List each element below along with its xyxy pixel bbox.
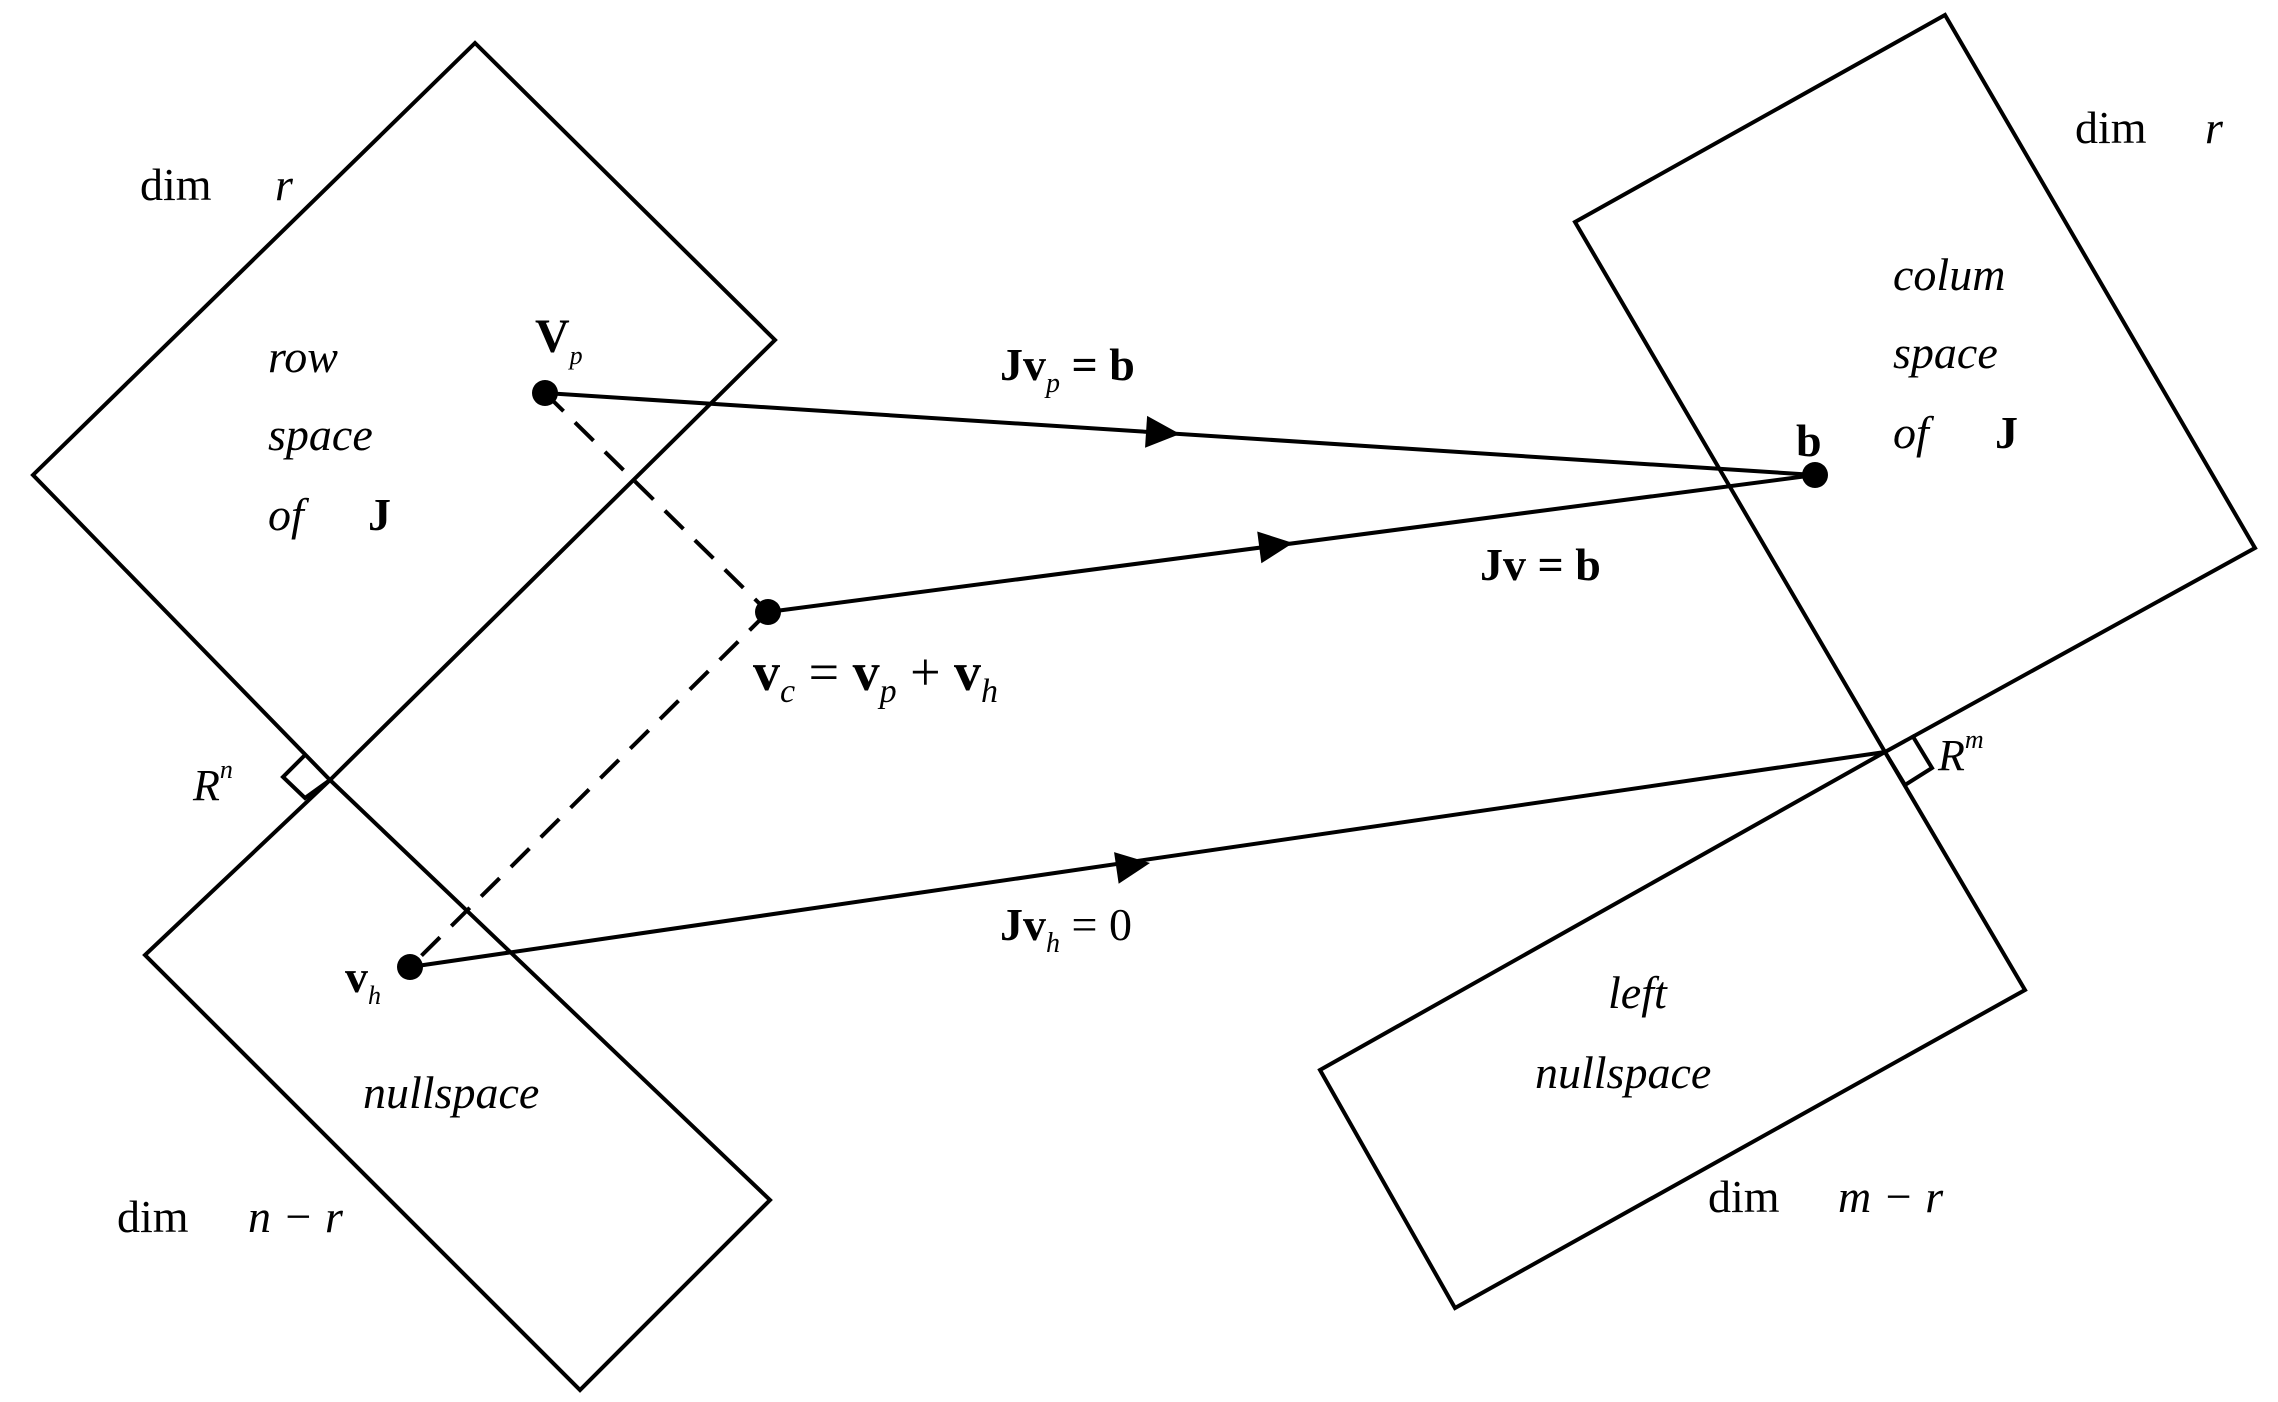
vp-base: V [535,310,570,363]
b-label: b [1796,415,1822,466]
jv-label: Jv = b [1480,539,1601,590]
jvh-label: Jvh = 0 [1000,899,1132,959]
column-space-dim-var: r [2205,102,2224,153]
row-space-rectangle [30,40,778,783]
rm-label: Rm [1937,725,1984,780]
left-nullspace-dim-var: m − r [1838,1171,1944,1222]
column-space-line3-of: of [1893,407,1935,458]
rm-base: R [1937,731,1965,780]
vc-base: v [753,642,780,702]
left-nullspace-rectangle [1317,749,2028,1311]
arrowhead-vc-b [1257,531,1293,564]
nullspace-dim-var: n − r [248,1191,344,1242]
column-space-line1: colum [1893,249,2005,300]
rn-right-angle [280,753,332,801]
vh-label: vh [345,951,381,1010]
vh-sub: h [368,981,381,1010]
vc-plus: + [897,642,954,702]
nullspace-label: nullspace [363,1067,539,1118]
row-space-dim-var: r [275,159,294,210]
rn-sup: n [220,755,233,784]
arrowhead-vp-b [1145,415,1180,448]
column-space-line2: space [1893,327,1998,378]
vp-sub: p [568,341,583,370]
rn-base: R [192,761,220,810]
vc-t1: v [853,642,880,702]
row-space-line3-J: J [368,489,391,540]
vp-label: Vp [535,310,583,370]
dashed-vc-vh [408,610,770,969]
jvh-J: Jv [1000,899,1046,950]
vc-eq: = [795,642,852,702]
column-space-line3-J: J [1995,407,2018,458]
nullspace-dim-text: dim [117,1191,189,1242]
row-space-dim-text: dim [140,159,212,210]
point-vc [755,599,781,625]
vh-base: v [345,951,368,1002]
point-vh [397,954,423,980]
left-nullspace-dim-text: dim [1708,1171,1780,1222]
vc-sub: c [780,673,795,710]
point-b [1802,462,1828,488]
dashed-vp-vc [543,391,770,614]
jvp-sub: p [1044,368,1060,399]
vc-t2-sub: h [981,673,998,710]
column-space-rectangle [1572,12,2258,755]
arrow-vh-to-corner [409,750,1886,969]
rm-right-angle [1883,733,1935,788]
jvp-rest: = b [1060,339,1135,390]
column-space-dim-text: dim [2075,102,2147,153]
jvp-J: Jv [1000,339,1046,390]
rm-sup: m [1965,725,1984,754]
arrowhead-vh [1114,852,1150,884]
vc-t2: v [954,642,981,702]
rn-label: Rn [192,755,233,810]
left-nullspace-line1: left [1608,967,1668,1018]
jvh-rest: = 0 [1060,899,1132,950]
vc-t1-sub: p [878,673,897,710]
vc-label: vc = vp + vh [753,642,998,710]
point-vp [532,380,558,406]
jvh-sub: h [1046,928,1060,959]
row-space-line3-of: of [268,489,310,540]
nullspace-rectangle [142,777,773,1393]
jvp-label: Jvp = b [1000,339,1135,399]
left-nullspace-line2: nullspace [1535,1047,1711,1098]
row-space-line2: space [268,409,373,460]
row-space-line1: row [268,331,338,382]
